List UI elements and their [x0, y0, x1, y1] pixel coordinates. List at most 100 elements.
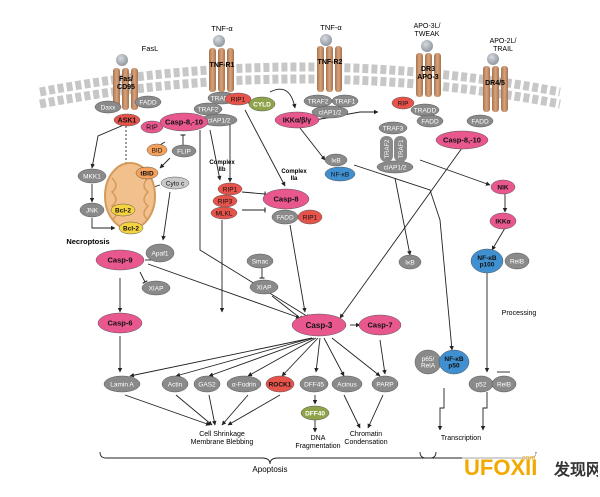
- ikb1-node: IκB: [324, 153, 348, 167]
- fasl-ligand: [116, 54, 128, 66]
- nfkb-p50-label-1: NF-κB: [444, 356, 463, 363]
- tbid-node: tBID: [135, 166, 159, 180]
- traf3-label: TRAF3: [383, 125, 404, 132]
- parp-node: PARP: [371, 375, 399, 393]
- rip-dr3-node: RIP: [391, 96, 415, 110]
- rip1-c-node: RIP1: [297, 209, 323, 225]
- casp9-node: Casp-9: [95, 249, 145, 271]
- bid-node: BID: [146, 143, 168, 157]
- chromatin-label-2: Condensation: [344, 439, 387, 446]
- apo2l-ligand: [487, 53, 499, 65]
- watermark-svg: UFOXII .com 发现网: [462, 453, 600, 480]
- dr3-label-2: APO-3: [417, 74, 439, 81]
- mkk1-label: MKK1: [83, 173, 101, 180]
- traf2-2-node: TRAF2: [303, 94, 333, 108]
- ikb2-node: IκB: [398, 254, 422, 270]
- bcl2-a-node: Bcl-2: [110, 203, 136, 217]
- p52-node: p52: [468, 375, 494, 393]
- tradd-dr3-label: TRADD: [414, 107, 437, 114]
- traf1-node: TRAF1: [331, 94, 359, 108]
- traf3-node: TRAF3: [378, 121, 408, 135]
- daxx-label: Daxx: [101, 104, 117, 111]
- traf2-vertical-label: TRAF2: [385, 139, 391, 159]
- rock1-node: ROCK1: [265, 375, 295, 393]
- fasl-label: FasL: [142, 44, 159, 53]
- cell-shrinkage-label-2: Membrane Blebbing: [191, 439, 254, 446]
- actin-node: Actin: [161, 375, 189, 393]
- dr3-receptor: DR3 APO-3: [416, 53, 441, 97]
- traf2-traf1-vertical: TRAF2 TRAF1: [380, 136, 407, 162]
- smac-label: Smac: [252, 258, 269, 265]
- fadd-dr3-label: FADD: [421, 118, 439, 125]
- dff40-node: DFF40: [300, 405, 330, 421]
- rip1-top-label: RIP1: [231, 96, 246, 103]
- lamina-node: Lamin A: [103, 375, 141, 393]
- p65rela-label-1: p65/: [422, 356, 435, 363]
- ikk-node: IKKα/β/γ: [274, 111, 320, 129]
- ikb2-label: IκB: [405, 259, 414, 266]
- ikb1-label: IκB: [331, 157, 340, 164]
- daxx-node: Daxx: [94, 100, 122, 114]
- lamina-label: Lamin A: [110, 381, 134, 388]
- apo2l-label-1: APO-2L/: [490, 38, 517, 45]
- rip1-b-node: RIP1: [217, 182, 243, 196]
- casp810-right-label: Casp-8,-10: [443, 136, 481, 145]
- tnfa-ligand-1: [213, 35, 225, 47]
- dff45-label: DFF45: [304, 381, 324, 388]
- casp7-label: Casp-7: [367, 321, 392, 330]
- watermark-logo: UFOXII .com 发现网: [462, 449, 600, 483]
- bcl2-b-node: Bcl-2: [118, 221, 144, 235]
- tnfr2-label: TNF-R2: [318, 59, 343, 66]
- ciap12-2-node: cIAP1/2: [311, 105, 349, 119]
- actin-label: Actin: [168, 381, 183, 388]
- xiap-left-node: XIAP: [141, 280, 171, 296]
- jnk-node: JNK: [79, 202, 105, 218]
- bid-label: BID: [152, 147, 163, 154]
- smac-node: Smac: [246, 253, 274, 269]
- rip-dr3-label: RIP: [398, 100, 409, 107]
- xiap-mid-node: XIAP: [249, 279, 279, 295]
- cell-shrinkage-label-1: Cell Shrinkage: [199, 431, 245, 438]
- tradd1-label: TRADD: [211, 95, 234, 102]
- bcl2-a-label: Bcl-2: [115, 207, 131, 214]
- nfkb1-label: NF-κB: [331, 171, 349, 178]
- xiap-mid-label: XIAP: [257, 284, 272, 291]
- tnfr2-receptor: TNF-R2: [317, 46, 343, 92]
- traf2-1-node: TRAF2: [193, 102, 223, 116]
- chromatin-label-1: Chromatin: [350, 431, 382, 438]
- fas-label-2: CD95: [117, 84, 135, 91]
- dff45-node: DFF45: [299, 375, 329, 393]
- flip-node: FLIP: [171, 144, 197, 158]
- apaf1-node: Apaf1: [145, 243, 175, 263]
- necroptosis-label: Necroptosis: [66, 237, 109, 246]
- gas2-node: GAS2: [193, 375, 221, 393]
- cyld-node: CYLD: [248, 96, 276, 112]
- fadd1-label: FADD: [139, 99, 157, 106]
- casp8-node: Casp-8: [262, 188, 310, 210]
- dna-frag-label-2: Fragmentation: [295, 443, 340, 450]
- complex-iib-label-1: Complex: [209, 160, 235, 166]
- apo3l-label-1: APO-3L/: [414, 23, 441, 30]
- casp3-label: Casp-3: [306, 321, 333, 330]
- ask1-node: ASK1: [113, 113, 141, 127]
- parp-label: PARP: [376, 381, 393, 388]
- apaf1-label: Apaf1: [152, 250, 169, 257]
- fadd-dr45-node: FADD: [466, 114, 494, 128]
- apo3l-ligand: [421, 40, 433, 52]
- traf1-vertical-label: TRAF1: [399, 139, 405, 159]
- casp8-label: Casp-8: [273, 195, 298, 204]
- ikk-label: IKKα/β/γ: [283, 117, 312, 124]
- casp6-node: Casp-6: [97, 312, 143, 334]
- tnfa-label-2: TNF-α: [320, 23, 342, 32]
- relb2-label: RelB: [497, 381, 511, 388]
- cytoc-label: Cyto c: [166, 180, 185, 187]
- rip-label: RIP: [146, 124, 158, 131]
- ciap12-2-label: cIAP1/2: [319, 109, 342, 116]
- rip1-b-label: RIP1: [223, 186, 238, 193]
- rip3-node: RIP3: [212, 194, 238, 208]
- casp7-node: Casp-7: [358, 314, 402, 336]
